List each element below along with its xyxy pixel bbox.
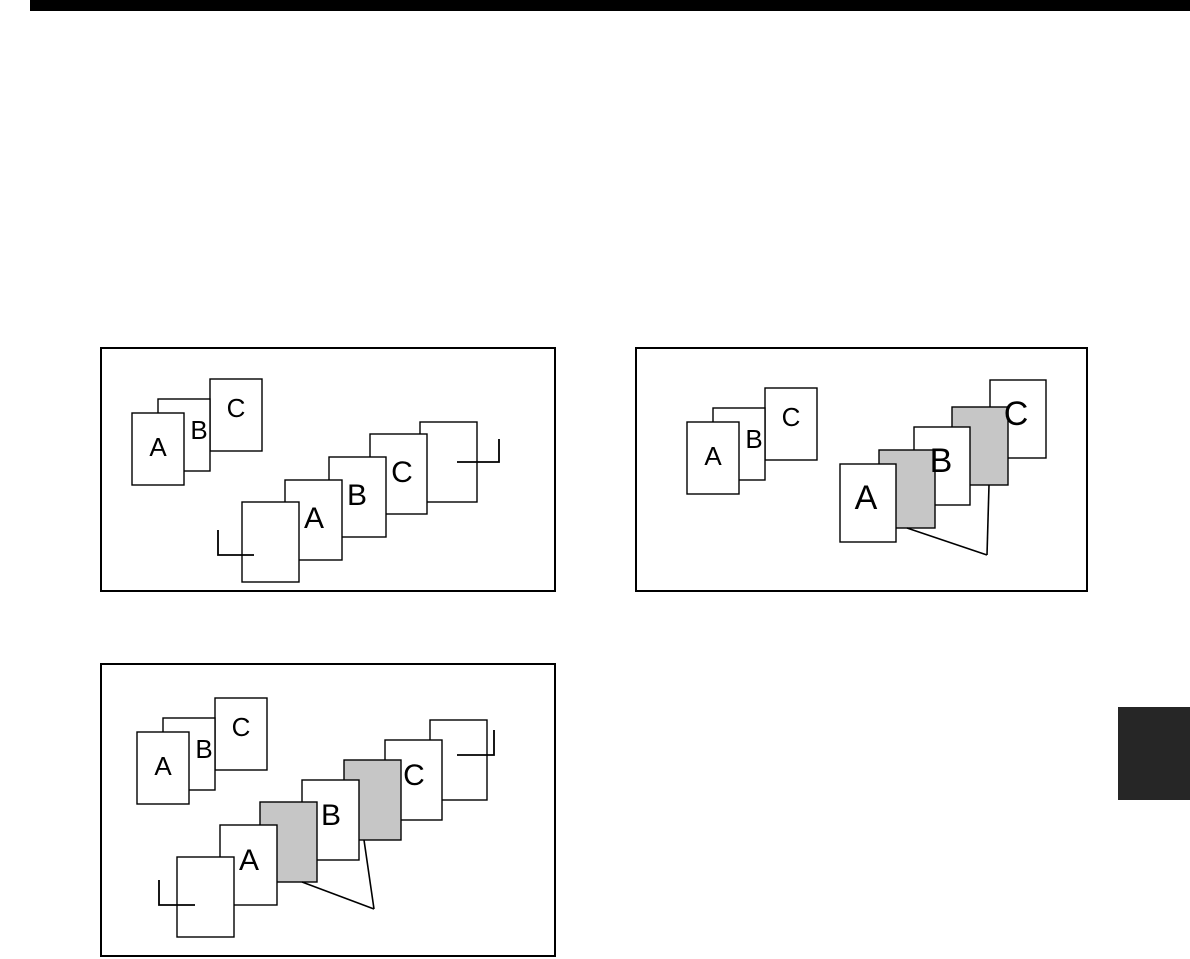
originals-stack bbox=[131, 378, 263, 486]
output-stack bbox=[241, 421, 478, 583]
corner-mark-top-right bbox=[457, 730, 495, 756]
original-b-label: B bbox=[745, 424, 762, 454]
output-a-label: A bbox=[304, 502, 324, 535]
output-page-a bbox=[839, 463, 897, 543]
output-b-label: B bbox=[930, 442, 953, 480]
insert-callout-line-2 bbox=[363, 839, 375, 910]
output-stack bbox=[176, 719, 488, 938]
originals-stack bbox=[686, 387, 818, 495]
diagram-interleave-canvas: A B C A B C bbox=[686, 379, 1047, 556]
original-c-label: C bbox=[232, 712, 251, 742]
original-b-label: B bbox=[195, 734, 212, 764]
original-c-label: C bbox=[227, 393, 246, 423]
front-cover-sheet bbox=[241, 501, 300, 583]
corner-marks bbox=[158, 730, 495, 906]
corner-mark-bottom-left bbox=[158, 880, 195, 906]
original-page-a bbox=[131, 412, 185, 486]
output-a-label: A bbox=[855, 479, 878, 517]
output-b-label: B bbox=[347, 479, 367, 512]
callout-lines bbox=[301, 839, 375, 910]
output-c-label: C bbox=[403, 759, 425, 792]
insert-callout-line-1 bbox=[906, 527, 988, 556]
original-page-c bbox=[209, 378, 263, 452]
output-a-label: A bbox=[239, 844, 259, 877]
diagram-interleave: A B C A B C bbox=[635, 347, 1088, 592]
corner-mark-top-right bbox=[457, 439, 500, 463]
header-rule-bar bbox=[30, 0, 1190, 11]
insert-callout-line-2 bbox=[986, 484, 990, 556]
labels: A B C A B C bbox=[149, 393, 413, 535]
diagram-covers: A B C A B C bbox=[100, 347, 556, 592]
labels: A B C A B C bbox=[704, 395, 1028, 517]
diagram-covers-and-interleave-canvas: A B C A B C bbox=[136, 697, 495, 938]
insert-callout-line-1 bbox=[301, 881, 375, 910]
original-page-c bbox=[764, 387, 818, 461]
front-cover-sheet bbox=[176, 856, 235, 938]
output-c-label: C bbox=[1004, 395, 1029, 433]
original-a-label: A bbox=[704, 441, 722, 471]
corner-mark-bottom-left bbox=[217, 530, 254, 556]
original-page-a bbox=[136, 731, 190, 805]
output-b-label: B bbox=[321, 799, 341, 832]
labels: A B C A B C bbox=[154, 712, 425, 877]
diagram-covers-canvas: A B C A B C bbox=[131, 378, 500, 583]
original-a-label: A bbox=[149, 432, 167, 462]
corner-marks bbox=[217, 439, 500, 556]
output-c-label: C bbox=[391, 456, 413, 489]
original-page-c bbox=[214, 697, 268, 771]
originals-stack bbox=[136, 697, 268, 805]
output-stack bbox=[839, 379, 1047, 543]
original-b-label: B bbox=[190, 415, 207, 445]
callout-lines bbox=[906, 484, 990, 556]
diagram-covers-and-interleave: A B C A B C bbox=[100, 663, 556, 957]
original-c-label: C bbox=[782, 402, 801, 432]
original-a-label: A bbox=[154, 751, 172, 781]
original-page-a bbox=[686, 421, 740, 495]
chapter-edge-tab bbox=[1118, 707, 1190, 800]
